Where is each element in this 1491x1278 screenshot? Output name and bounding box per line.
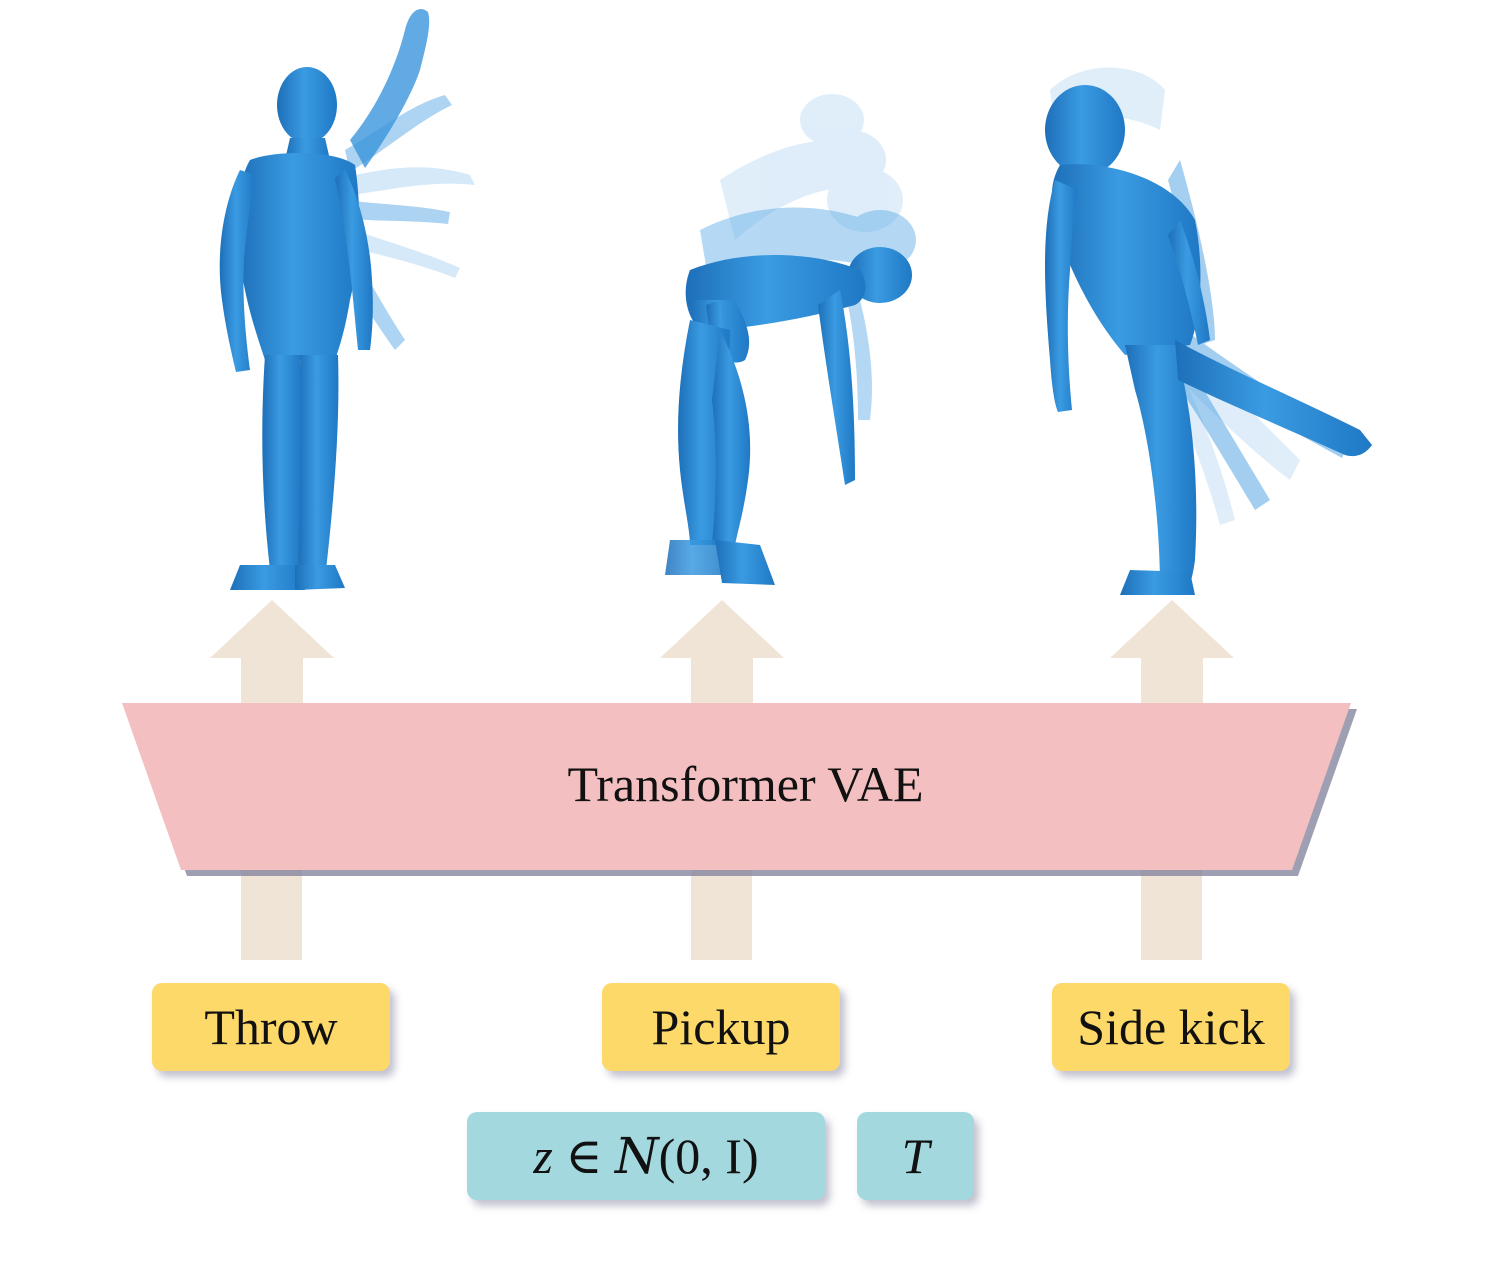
output-arrow-throw [210, 600, 334, 704]
body-mesh-pickup [665, 94, 916, 585]
member-symbol: ∈ [565, 1128, 603, 1184]
duration-input: T [857, 1112, 974, 1200]
output-arrow-pickup [660, 600, 784, 704]
output-arrow-side-kick [1110, 600, 1234, 704]
action-label-pickup: Pickup [602, 983, 840, 1071]
action-label-side-kick: Side kick [1052, 983, 1290, 1071]
normal-dist-args: (0, I) [658, 1128, 759, 1184]
transformer-vae-label: Transformer VAE [567, 756, 924, 812]
input-arrow-side-kick [1141, 866, 1202, 960]
duration-var: T [901, 1128, 930, 1184]
body-mesh-throw [219, 9, 475, 590]
transformer-vae-block [122, 703, 1357, 876]
body-mesh-side-kick [1045, 67, 1372, 595]
input-arrow-pickup [691, 866, 752, 960]
action-label-throw: Throw [152, 983, 390, 1071]
input-arrow-throw [241, 866, 302, 960]
latent-var: z [533, 1128, 553, 1184]
normal-dist-symbol: N [614, 1127, 659, 1185]
latent-noise-input: z ∈ N(0, I) [467, 1112, 825, 1200]
